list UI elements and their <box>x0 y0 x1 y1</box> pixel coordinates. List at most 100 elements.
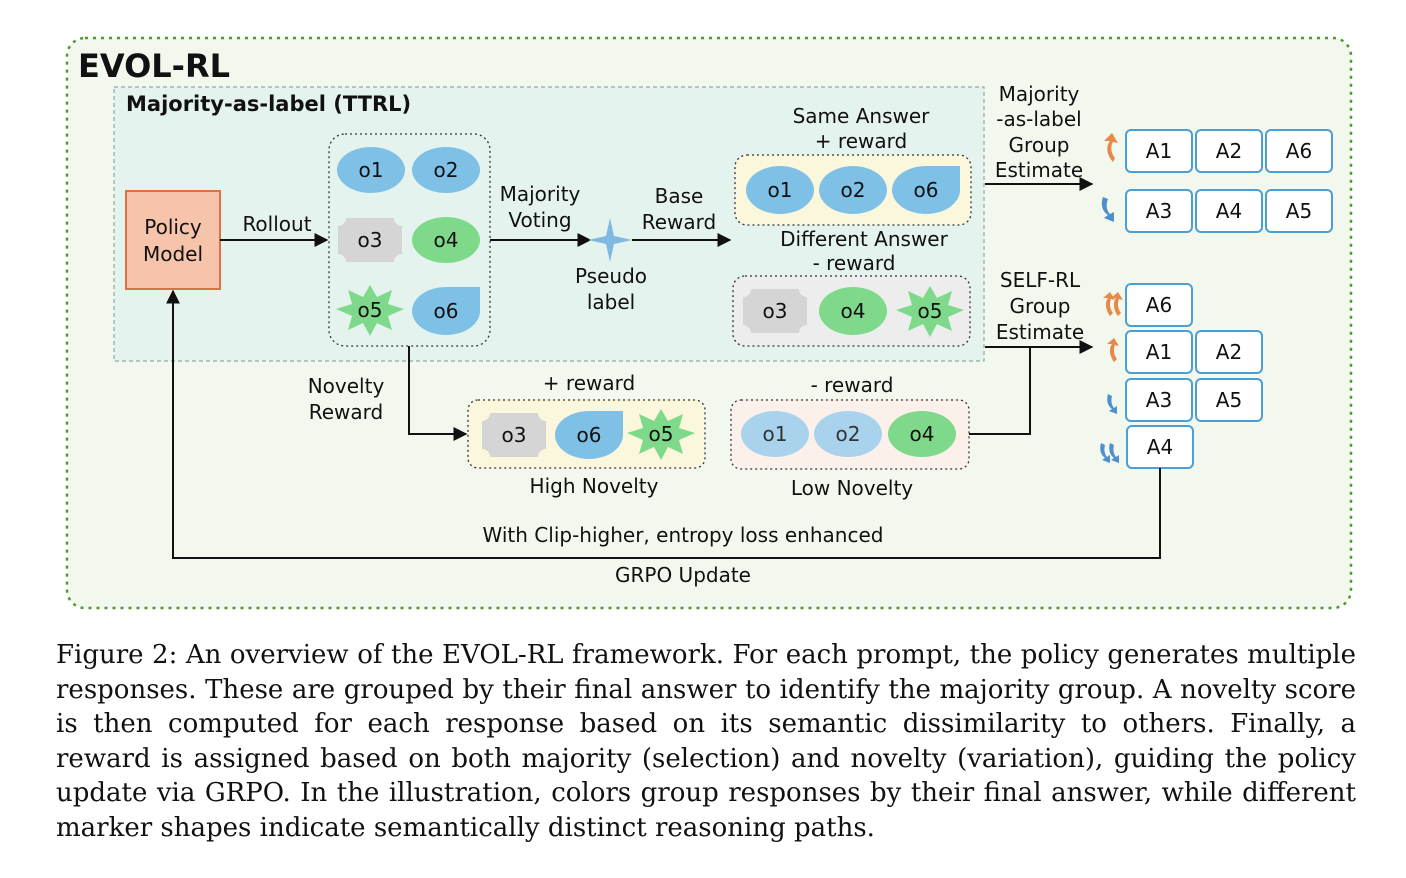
up-arrow-icon <box>1104 133 1118 162</box>
majority-answer-a3: A3 <box>1125 189 1193 233</box>
same-o6: o6 <box>892 166 960 214</box>
selfrl-answer-a6: A6 <box>1125 283 1193 327</box>
output-o5-label: o5 <box>358 298 383 322</box>
same-o2: o2 <box>819 166 887 214</box>
selfrl-answer-a4: A4 <box>1126 425 1194 469</box>
output-o1-label: o1 <box>359 158 384 182</box>
small-up-arrow-icon <box>1107 338 1119 362</box>
output-o1: o1 <box>337 147 405 193</box>
majority-answer-a2: A2 <box>1195 129 1263 173</box>
selfrl-answer-a2: A2 <box>1195 330 1263 374</box>
majority-estimate-label-4: Estimate <box>995 158 1083 182</box>
different-answer-reward: - reward <box>813 251 896 275</box>
selfrl-estimate-label-2: Group <box>1010 294 1071 318</box>
low-o4-label: o4 <box>910 422 935 446</box>
selfrl-a4-label: A4 <box>1147 435 1173 459</box>
high-o5: o5 <box>627 409 695 460</box>
output-o4-label: o4 <box>434 228 459 252</box>
selfrl-answer-a1: A1 <box>1125 330 1193 374</box>
selfrl-a5-label: A5 <box>1216 388 1242 412</box>
high-o5-label: o5 <box>649 422 674 446</box>
selfrl-a6-label: A6 <box>1146 293 1172 317</box>
different-o3-label: o3 <box>763 299 788 323</box>
ttrl-title: Majority-as-label (TTRL) <box>126 92 411 116</box>
high-o6-label: o6 <box>577 423 602 447</box>
same-o6-label: o6 <box>914 178 939 202</box>
same-o1-label: o1 <box>768 178 793 202</box>
pseudo-label-1: Pseudo <box>575 264 647 288</box>
evol-rl-diagram: EVOL-RL Majority-as-label (TTRL) Policy … <box>65 36 1353 610</box>
high-novelty-reward: + reward <box>543 371 635 395</box>
low-novelty-connector <box>969 347 1031 435</box>
different-o5: o5 <box>896 286 964 337</box>
same-answer-label: Same Answer <box>793 104 931 128</box>
majority-voting-label-1: Majority <box>500 182 581 206</box>
high-novelty-label: High Novelty <box>530 474 659 498</box>
majority-voting-label-2: Voting <box>508 208 571 232</box>
majority-estimate-label-3: Group <box>1009 133 1070 157</box>
double-up-arrow-icon <box>1103 292 1123 316</box>
high-o3: o3 <box>482 413 546 457</box>
majority-answer-a5: A5 <box>1265 189 1333 233</box>
rollout-label: Rollout <box>242 212 311 236</box>
high-o6: o6 <box>555 411 623 459</box>
frame-title: EVOL-RL <box>78 47 230 85</box>
policy-label-line2: Model <box>143 242 203 266</box>
down-arrow-icon <box>1101 197 1114 222</box>
majority-estimate-label-2: -as-label <box>996 107 1081 131</box>
clip-higher-label: With Clip-higher, entropy loss enhanced <box>483 523 884 547</box>
low-o1: o1 <box>741 411 809 457</box>
selfrl-answer-a5: A5 <box>1195 378 1263 422</box>
double-down-arrow-icon <box>1100 443 1119 463</box>
same-o1: o1 <box>746 166 814 214</box>
majority-a3-label: A3 <box>1146 199 1172 223</box>
base-reward-label-2: Reward <box>642 210 716 234</box>
different-o5-label: o5 <box>918 299 943 323</box>
low-o4: o4 <box>888 411 956 457</box>
selfrl-a2-label: A2 <box>1216 340 1242 364</box>
policy-label-line1: Policy <box>144 215 202 239</box>
pseudo-label-star <box>588 218 632 262</box>
grpo-update-arrow <box>166 289 1161 559</box>
same-o2-label: o2 <box>841 178 866 202</box>
output-o2: o2 <box>412 147 480 193</box>
output-o6: o6 <box>412 287 480 335</box>
selfrl-a3-label: A3 <box>1146 388 1172 412</box>
different-answer-label: Different Answer <box>780 227 948 251</box>
selfrl-a1-label: A1 <box>1146 340 1172 364</box>
majority-a5-label: A5 <box>1286 199 1312 223</box>
majority-a4-label: A4 <box>1216 199 1242 223</box>
output-o2-label: o2 <box>434 158 459 182</box>
low-o2-label: o2 <box>836 422 861 446</box>
same-answer-reward: + reward <box>815 129 907 153</box>
output-o6-label: o6 <box>434 299 459 323</box>
different-o3: o3 <box>743 289 807 333</box>
different-o4: o4 <box>819 287 887 335</box>
different-o4-label: o4 <box>841 299 866 323</box>
output-o3-label: o3 <box>358 228 383 252</box>
majority-answer-a6: A6 <box>1265 129 1333 173</box>
output-o5: o5 <box>336 285 404 336</box>
base-reward-label-1: Base <box>655 184 704 208</box>
novelty-reward-label-1: Novelty <box>308 374 385 398</box>
figure-caption: Figure 2: An overview of the EVOL-RL fra… <box>56 640 1356 843</box>
majority-a6-label: A6 <box>1286 139 1312 163</box>
small-down-arrow-icon <box>1107 394 1117 414</box>
majority-answer-a1: A1 <box>1125 129 1193 173</box>
low-novelty-label: Low Novelty <box>791 476 913 500</box>
output-o3: o3 <box>338 218 402 262</box>
low-o1-label: o1 <box>763 422 788 446</box>
policy-model-box <box>125 190 221 290</box>
low-novelty-reward: - reward <box>811 373 894 397</box>
low-o2: o2 <box>814 411 882 457</box>
output-o4: o4 <box>412 217 480 263</box>
majority-answer-a4: A4 <box>1195 189 1263 233</box>
novelty-reward-arrow <box>408 346 468 441</box>
majority-a2-label: A2 <box>1216 139 1242 163</box>
selfrl-estimate-label-1: SELF-RL <box>1000 268 1081 292</box>
majority-estimate-label-1: Majority <box>999 82 1080 106</box>
majority-a1-label: A1 <box>1146 139 1172 163</box>
selfrl-answer-a3: A3 <box>1125 378 1193 422</box>
grpo-update-label: GRPO Update <box>615 563 751 587</box>
pseudo-label-2: label <box>587 290 635 314</box>
